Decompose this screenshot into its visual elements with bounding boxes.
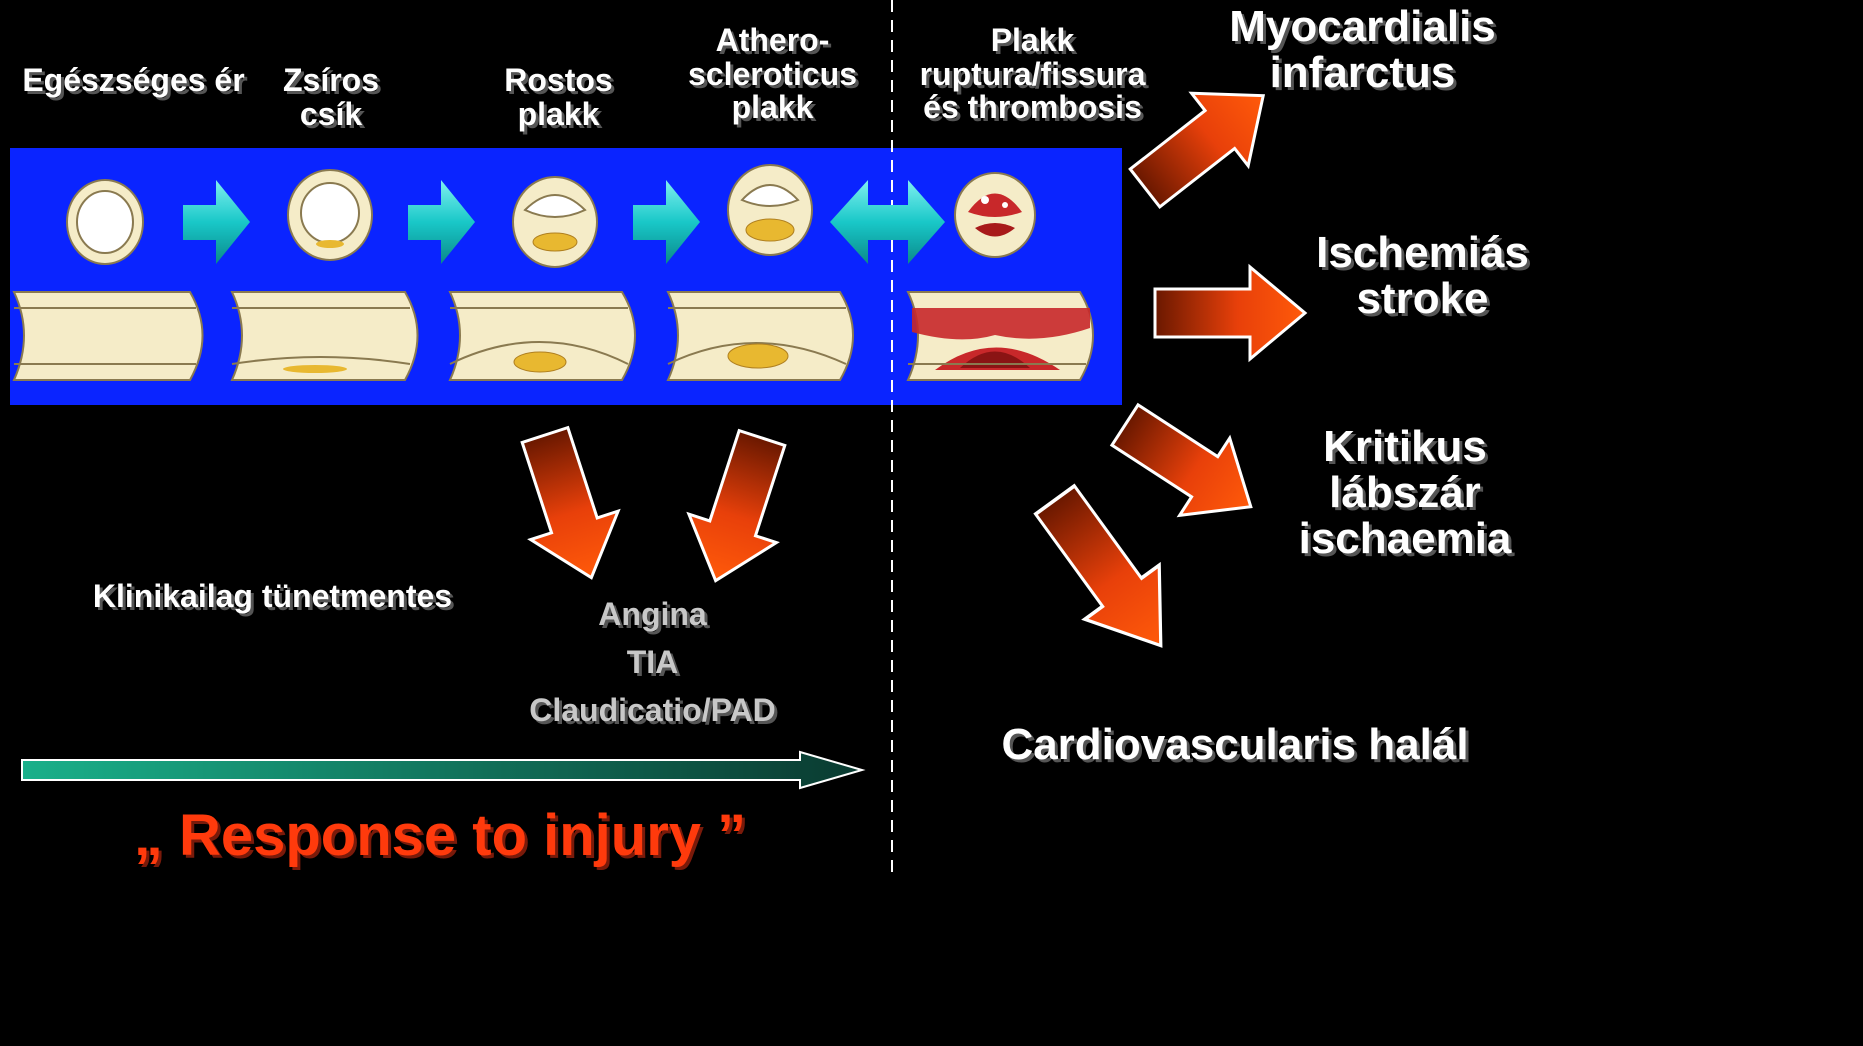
response-to-injury-title: „ Response to injury ” (95, 806, 785, 867)
outcome-arrow-stroke (1155, 267, 1305, 359)
vessel-fatty-streak (232, 292, 418, 380)
progression-bar (22, 752, 862, 788)
stage-label-healthy: Egészséges ér (6, 64, 261, 98)
vessel-atherosclerotic-plaque (668, 292, 853, 380)
outcome-arrow-death (1018, 473, 1198, 673)
outcome-cardiovascular-death: Cardiovascularis halál (940, 722, 1530, 768)
stage-label-fatty-streak: Zsíros csík (266, 64, 396, 131)
stage-label-atherosclerotic-plaque: Athero- scleroticus plakk (670, 24, 875, 125)
vessel-plaque-rupture (908, 292, 1093, 380)
cross-section-fibrous-plaque (513, 177, 597, 267)
vessel-fibrous-plaque (450, 292, 635, 380)
outcome-ischemic-stroke: Ischemiás stroke (1290, 230, 1555, 322)
vessel-healthy (14, 292, 203, 380)
stage-label-fibrous-plaque: Rostos plakk (486, 64, 631, 131)
cross-section-fatty-streak (288, 170, 372, 260)
symptoms-label: Angina TIA Claudicatio/PAD (490, 590, 815, 734)
cross-section-atherosclerotic-plaque (728, 165, 812, 255)
outcome-critical-limb-ischemia: Kritikus lábszár ischaemia (1270, 424, 1540, 563)
outcome-myocardial-infarction: Myocardialis infarctus (1195, 4, 1530, 96)
asymptomatic-label: Klinikailag tünetmentes (40, 580, 505, 614)
cross-section-healthy (67, 180, 143, 264)
symptom-arrow-2 (672, 424, 806, 595)
stage-label-plaque-rupture: Plakk ruptura/fissura és thrombosis (900, 24, 1165, 125)
symptom-arrow-1 (501, 421, 635, 592)
cross-section-plaque-rupture (955, 173, 1035, 257)
outcome-arrow-limb (1100, 386, 1276, 545)
